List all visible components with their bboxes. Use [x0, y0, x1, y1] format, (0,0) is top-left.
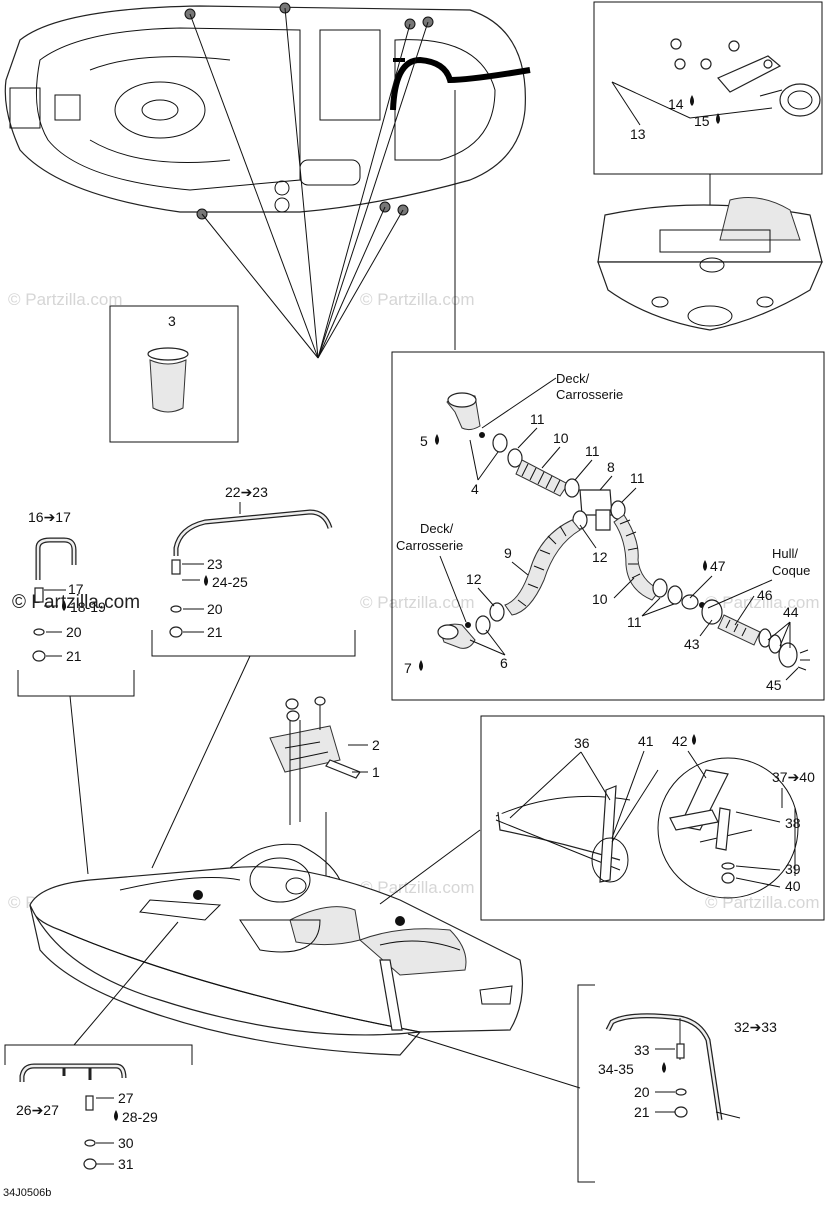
tow-pole: [605, 1013, 741, 1121]
callout-44: 44: [783, 604, 799, 620]
callout-1: 1: [372, 764, 380, 780]
callout-6: 6: [500, 655, 508, 671]
grab-handle-center: [169, 509, 333, 638]
figure-code: 34J0506b: [3, 1187, 51, 1199]
hose-assembly: [437, 392, 810, 671]
callout-42: 42: [672, 733, 688, 749]
callout-23: 23: [207, 556, 223, 572]
boat-main-view: [29, 843, 524, 1056]
watermark-5: © Partzilla.com: [360, 878, 475, 897]
callout-15: 15: [694, 113, 710, 129]
callout-32-33: 32➔33: [734, 1019, 777, 1035]
box-drain-hoses: [391, 351, 825, 701]
callout-20c: 20: [634, 1084, 650, 1100]
callout-38: 38: [785, 815, 801, 831]
hull-label-2: Coque: [772, 563, 810, 578]
deck-label-top-1: Deck/: [556, 371, 590, 386]
cup-holder-part: [147, 347, 189, 413]
callout-43: 43: [684, 636, 700, 652]
callout-11b: 11: [585, 443, 600, 459]
callout-7: 7: [404, 660, 412, 676]
box-pole-detail: [480, 715, 825, 921]
cupholder-leaders: [189, 7, 456, 359]
callout-45: 45: [766, 677, 782, 693]
callout-40: 40: [785, 878, 801, 894]
grab-handle-bottom: [19, 1063, 127, 1170]
watermark-main: © Partzilla.com: [12, 592, 140, 613]
callout-21b: 21: [207, 624, 223, 640]
callout-41: 41: [638, 733, 654, 749]
callout-33: 33: [634, 1042, 650, 1058]
callout-47: 47: [710, 558, 726, 574]
pole-detail: [495, 757, 799, 899]
callout-28-29: 28-29: [122, 1109, 158, 1125]
callout-26-27: 26➔27: [16, 1102, 59, 1118]
callout-10a: 10: [553, 430, 569, 446]
callout-3: 3: [168, 313, 176, 329]
deck-label-left: Deck/ Carrosserie: [396, 521, 463, 553]
box-steering-detail: [593, 1, 823, 175]
callout-17: 17: [68, 581, 84, 597]
callout-11a: 11: [530, 411, 545, 427]
callout-24-25: 24-25: [212, 574, 248, 590]
callout-16-17: 16➔17: [28, 509, 71, 525]
deck-label-left-2: Carrosserie: [396, 538, 463, 553]
watermark-4: © Partzilla.com: [360, 593, 475, 612]
callout-21a: 21: [66, 648, 82, 664]
watermark-8: © Partzilla.com: [705, 593, 820, 612]
callout-31: 31: [118, 1156, 134, 1172]
callout-8: 8: [607, 459, 615, 475]
deck-top-view: [4, 2, 531, 220]
callout-13: 13: [630, 126, 646, 142]
watermark-7: © Partzilla.com: [705, 893, 820, 912]
callout-11c: 11: [630, 470, 645, 486]
hull-label: Hull/ Coque: [772, 546, 810, 578]
callout-4: 4: [471, 481, 479, 497]
callout-12b: 12: [466, 571, 482, 587]
callout-18-19: 18-19: [70, 599, 106, 615]
callout-21c: 21: [634, 1104, 650, 1120]
watermark-2: © Partzilla.com: [360, 290, 475, 309]
grab-handle-left: [32, 537, 77, 662]
callout-39: 39: [785, 861, 801, 877]
callout-20b: 20: [207, 601, 223, 617]
callout-5: 5: [420, 433, 428, 449]
deck-label-top: Deck/ Carrosserie: [556, 371, 623, 402]
callout-12a: 12: [592, 549, 608, 565]
steering-parts: [611, 38, 821, 126]
callout-46: 46: [757, 587, 773, 603]
watermark-1: © Partzilla.com: [8, 290, 123, 309]
boat-stern-view: [597, 197, 823, 331]
callout-9: 9: [504, 545, 512, 561]
callout-27: 27: [118, 1090, 134, 1106]
callout-34-35: 34-35: [598, 1061, 634, 1077]
seat-bracket-assembly: [269, 696, 361, 825]
callout-10b: 10: [592, 591, 608, 607]
box-part-3: [109, 305, 239, 443]
callout-2: 2: [372, 737, 380, 753]
callout-22-23: 22➔23: [225, 484, 268, 500]
callout-30: 30: [118, 1135, 134, 1151]
deck-label-left-1: Deck/: [420, 521, 454, 536]
callout-14: 14: [668, 96, 684, 112]
callout-37-40: 37➔40: [772, 769, 815, 785]
hull-label-1: Hull/: [772, 546, 798, 561]
callout-36: 36: [574, 735, 590, 751]
callout-11d: 11: [627, 614, 642, 630]
deck-label-top-2: Carrosserie: [556, 387, 623, 402]
callout-20a: 20: [66, 624, 82, 640]
